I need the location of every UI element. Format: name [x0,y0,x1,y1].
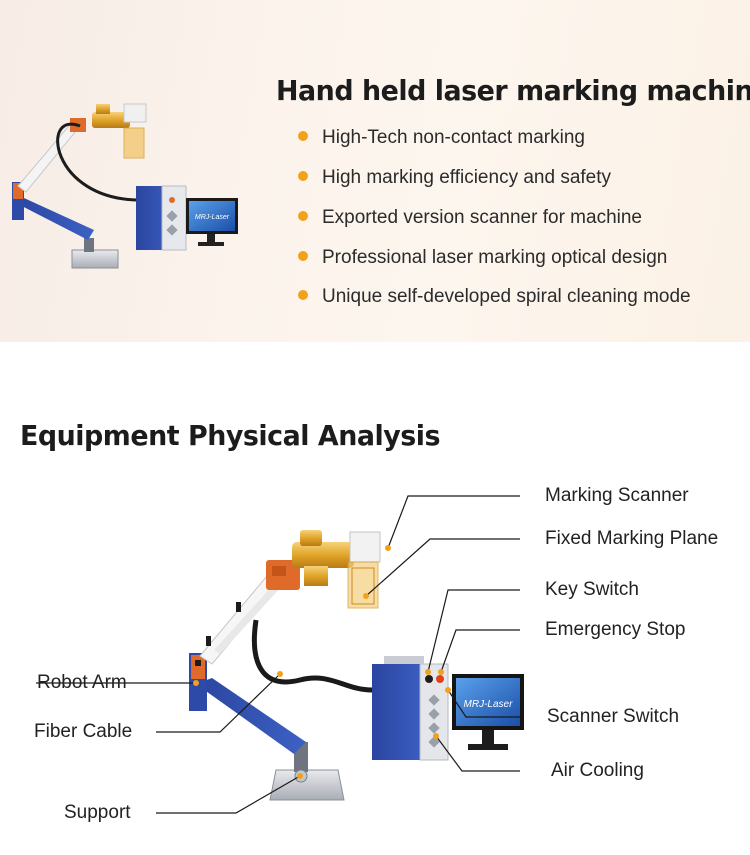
feature-text: Exported version scanner for machine [322,207,642,228]
analysis-title: Equipment Physical Analysis [20,419,441,452]
feature-item: Exported version scanner for machine [298,207,642,229]
label-marking-scanner: Marking Scanner [545,485,689,506]
feature-item: Unique self-developed spiral cleaning mo… [298,286,691,308]
bullet-icon [298,250,308,261]
label-fiber-cable: Fiber Cable [34,721,133,742]
callout-lines [36,495,520,814]
analysis-monitor-brand: MRJ-Laser [464,699,514,710]
bullet-icon [298,170,308,181]
label-support: Support [64,802,131,823]
feature-item: Professional laser marking optical desig… [298,247,667,269]
label-fixed-marking-plane: Fixed Marking Plane [545,528,719,549]
label-scanner-switch: Scanner Switch [547,706,680,727]
hero-banner [0,0,750,342]
hero-machine-image: MRJ-Laser [12,103,238,269]
label-emergency-stop: Emergency Stop [545,619,686,640]
label-key-switch: Key Switch [545,579,639,600]
feature-text: Professional laser marking optical desig… [322,247,668,268]
feature-item: High marking efficiency and safety [298,167,611,189]
feature-text: High-Tech non-contact marking [322,127,585,148]
feature-text: Unique self-developed spiral cleaning mo… [322,286,691,307]
bullet-icon [298,130,308,141]
feature-item: High-Tech non-contact marking [298,127,585,149]
callout-dots [193,545,451,779]
analysis-machine-image: MRJ-Laser [189,530,524,801]
bullet-icon [298,289,308,300]
hero-monitor-brand: MRJ-Laser [195,214,230,221]
label-air-cooling: Air Cooling [551,760,644,781]
feature-text: High marking efficiency and safety [322,167,612,188]
label-robot-arm: Robot Arm [37,672,127,693]
hero-title: Hand held laser marking machine [276,74,750,107]
bullet-icon [298,210,308,221]
